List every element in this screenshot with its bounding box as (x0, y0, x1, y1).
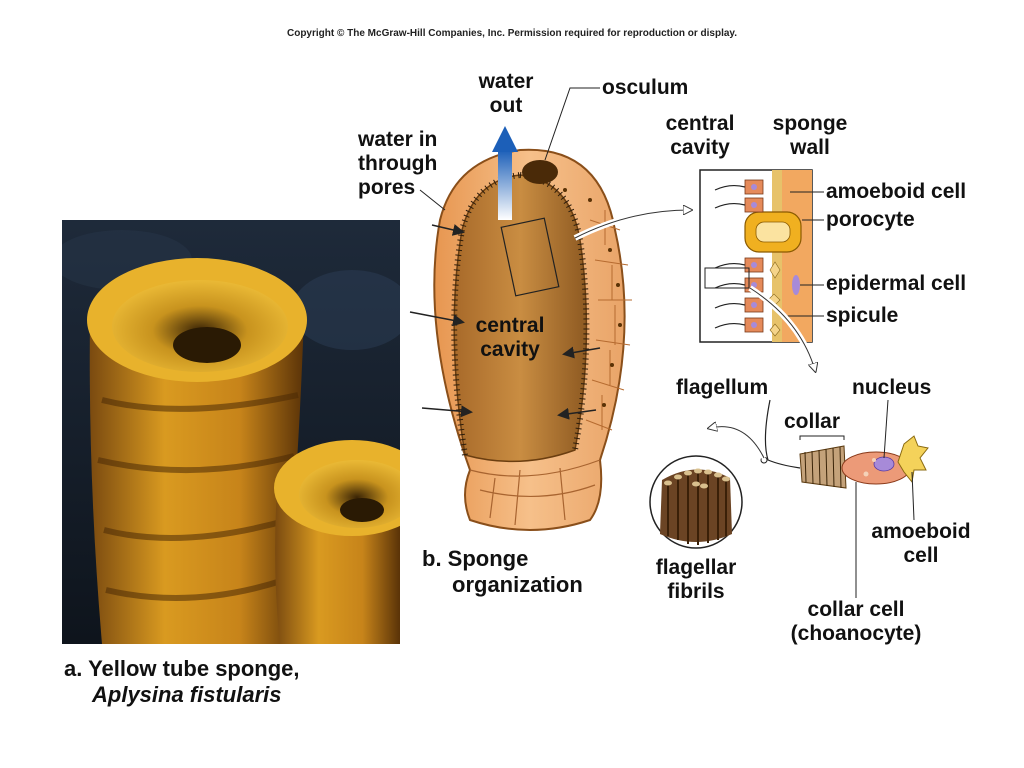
label-collar-cell: collar cell (choanocyte) (776, 598, 936, 646)
label-water-out: water out (466, 70, 546, 118)
label-collar-cell-line1: collar cell (807, 598, 905, 621)
label-central-cavity-body-line1: central (475, 314, 545, 337)
label-amoeboid-cell-bottom: amoeboid cell (866, 520, 976, 568)
label-central-cavity-body-line2: cavity (480, 338, 540, 361)
label-central-cavity-detail-line1: central (665, 112, 735, 135)
caption-a-species: Aplysina fistularis (92, 682, 282, 707)
label-flagellar-fibrils-line1: flagellar (655, 556, 737, 579)
label-sponge-wall-line2: wall (790, 136, 830, 159)
flagellar-fibrils-cross-section (649, 455, 743, 549)
caption-b-line1: b. Sponge (422, 546, 529, 571)
label-water-out-line1: water (478, 70, 534, 93)
yellow-tube-sponge-photo (62, 220, 400, 644)
label-water-in-line2: through (358, 152, 438, 175)
caption-b: b. Sponge organization (422, 546, 583, 598)
label-water-in-line3: pores (358, 176, 416, 199)
label-flagellum: flagellum (676, 376, 769, 399)
label-collar: collar (784, 410, 841, 433)
caption-a: a. Yellow tube sponge, Aplysina fistular… (64, 656, 300, 708)
label-water-in-line1: water in (358, 128, 438, 151)
copyright-notice: Copyright © The McGraw-Hill Companies, I… (286, 28, 738, 39)
sponge-wall-detail-panel (699, 169, 824, 343)
sponge-body (409, 87, 632, 531)
label-spicule: spicule (826, 304, 899, 327)
label-central-cavity-detail-line2: cavity (670, 136, 730, 159)
label-nucleus: nucleus (852, 376, 932, 399)
label-amoeboid-cell-bottom-line2: cell (903, 544, 939, 567)
label-flagellar-fibrils: flagellar fibrils (644, 556, 748, 604)
label-collar-cell-line2: (choanocyte) (790, 622, 922, 645)
label-sponge-wall: sponge wall (760, 112, 860, 160)
collar-cell-detail (760, 399, 929, 598)
label-flagellar-fibrils-line2: fibrils (667, 580, 725, 603)
caption-a-line1: a. Yellow tube sponge, (64, 656, 300, 681)
caption-b-line2: organization (452, 572, 583, 597)
label-porocyte: porocyte (826, 208, 915, 231)
label-central-cavity-detail: central cavity (650, 112, 750, 160)
label-amoeboid-cell-top: amoeboid cell (826, 180, 967, 203)
label-epidermal-cell: epidermal cell (826, 272, 967, 295)
label-water-in: water in through pores (358, 128, 437, 200)
label-central-cavity-body: central cavity (460, 314, 560, 362)
label-osculum: osculum (602, 76, 689, 99)
label-amoeboid-cell-bottom-line1: amoeboid (871, 520, 971, 543)
label-water-out-line2: out (489, 94, 523, 117)
label-sponge-wall-line1: sponge (772, 112, 848, 135)
